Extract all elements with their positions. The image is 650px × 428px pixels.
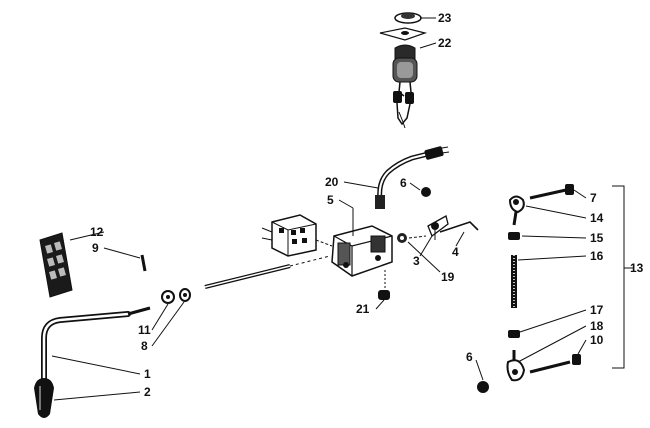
part-21-nut: [378, 270, 390, 300]
callout-5: 5: [327, 193, 334, 207]
callout-16: 16: [590, 249, 604, 263]
callout-14: 14: [590, 211, 604, 225]
callout-4: 4: [452, 245, 459, 259]
part-11-washer: [161, 290, 175, 304]
callout-labels: 23 22 20 5 6 21 19 3 4 7 14 15 16 13 17 …: [90, 11, 644, 399]
callout-1: 1: [144, 367, 151, 381]
linkage-rod-end-top: [508, 195, 525, 226]
callout-15: 15: [590, 231, 604, 245]
part-4-pin: [439, 221, 479, 233]
part-6-nut-bottom: [477, 381, 489, 393]
callout-19: 19: [441, 270, 455, 284]
callout-12: 12: [90, 225, 104, 239]
callout-21: 21: [356, 302, 370, 316]
part-7-bolt: [529, 184, 574, 200]
callout-20: 20: [325, 175, 339, 189]
part-10-bolt: [529, 354, 581, 374]
part-2-knob: [34, 378, 54, 418]
callout-13: 13: [630, 261, 644, 275]
part-1-lever: [41, 306, 151, 381]
part-19-washer: [397, 233, 407, 243]
callout-6-bottom: 6: [466, 350, 473, 364]
part-5-bracket: [331, 225, 393, 277]
part-22-switch: [392, 44, 418, 129]
callout-8: 8: [141, 339, 148, 353]
part-12-decal: [39, 232, 73, 298]
part-8-washer: [179, 288, 191, 302]
callout-22: 22: [438, 36, 452, 50]
callout-3: 3: [413, 254, 420, 268]
part-9-pin: [140, 254, 147, 272]
part-23-cap: [394, 12, 422, 24]
linkage-rod-end-bottom: [506, 350, 526, 382]
callout-18: 18: [590, 319, 604, 333]
part-20-wire: [375, 146, 450, 209]
callout-23: 23: [438, 11, 452, 25]
callout-6-top: 6: [400, 176, 407, 190]
part-17-nut: [508, 330, 520, 338]
part-3-arm: [427, 215, 449, 240]
part-15-nut: [508, 232, 520, 240]
callout-7: 7: [590, 191, 597, 205]
switch-housing: [261, 214, 333, 257]
callout-17: 17: [590, 303, 604, 317]
part-6-nut-top: [421, 187, 431, 197]
leader-lines: [51, 17, 634, 401]
part-22-gasket: [379, 27, 428, 41]
callout-9: 9: [92, 241, 99, 255]
callout-2: 2: [144, 385, 151, 399]
shaft: [204, 255, 331, 289]
callout-10: 10: [590, 333, 604, 347]
callout-11: 11: [138, 323, 151, 337]
